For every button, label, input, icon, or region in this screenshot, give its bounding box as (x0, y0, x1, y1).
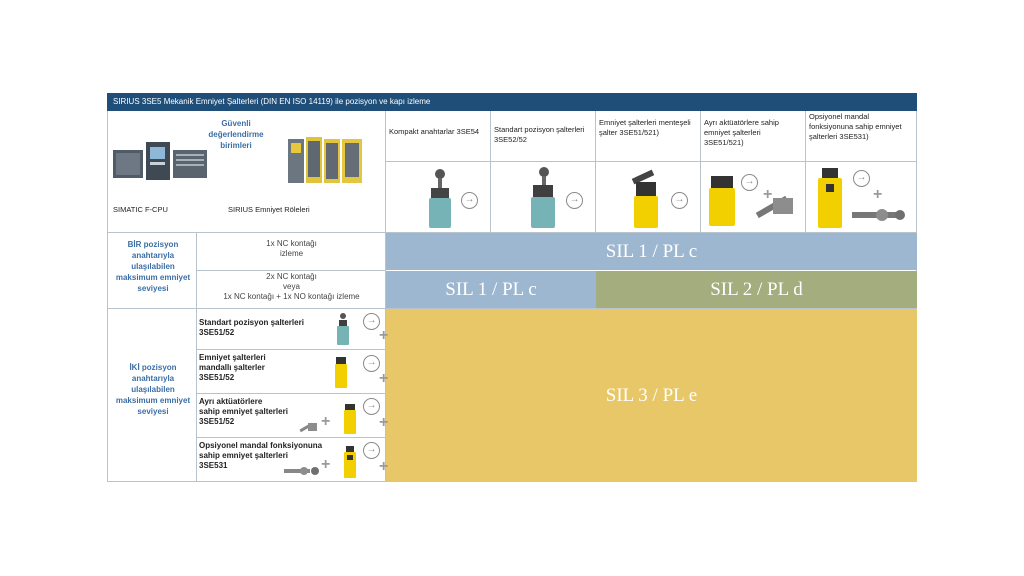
plus-icon: + (321, 413, 331, 430)
safety-relay-image (288, 137, 362, 183)
arrow-icon: → (461, 192, 478, 209)
plus-icon: + (379, 458, 389, 475)
arrow-icon: → (671, 192, 688, 209)
sil-two-switches-label: SIL 3 / PL e (605, 384, 698, 406)
interlock-switch-image (818, 168, 905, 228)
arrow-icon: → (853, 170, 870, 187)
hinge-switch-image (631, 169, 658, 228)
column-header-standard: Standart pozisyon şalterleri 3SE52/52 (494, 125, 585, 144)
two-row3-line1: Ayrı aktüatörlere (199, 397, 263, 406)
two-row3-label: Ayrı aktüatörlere sahip emniyet şalterle… (199, 397, 329, 427)
column-header-interlock: Opsiyonel mandal fonksiyonuna sahip emni… (809, 112, 902, 141)
grid-line (197, 393, 386, 394)
arrow-icon: → (741, 174, 758, 191)
two-row1-line2: 3SE51/52 (199, 328, 235, 337)
two-row4-line1: Opsiyonel mandal fonksiyonuna (199, 441, 323, 450)
grid-line (197, 270, 386, 271)
two-switch-level-label: İKİ pozisyon anahtarıyla ulaşılabilen ma… (115, 363, 191, 416)
grid-line (385, 111, 386, 482)
arrow-icon: → (363, 398, 380, 415)
row1-condition: 1x NC kontağı izleme (197, 239, 386, 259)
row2-condition: 2x NC kontağı veya 1x NC kontağı + 1x NO… (197, 272, 386, 302)
two-row2-label: Emniyet şalterleri mandallı şalterler 3S… (199, 353, 329, 383)
sil-block-row2-right: SIL 2 / PL d (596, 271, 917, 308)
column-header-compact: Kompakt anahtarlar 3SE54 (389, 127, 480, 136)
row1-line1: 1x NC kontağı (266, 239, 317, 248)
two-row3-line3: 3SE51/52 (199, 417, 235, 426)
grid-line (197, 349, 386, 350)
two-row4-line3: 3SE531 (199, 461, 228, 470)
actuator-switch-image (709, 176, 793, 226)
row2-line3: 1x NC kontağı + 1x NO kontağı izleme (223, 292, 360, 301)
plus-icon: + (379, 327, 389, 344)
simatic-plc-image (113, 142, 207, 180)
hinge-switch-image (335, 357, 347, 388)
plus-icon: + (379, 414, 389, 431)
grid-line (196, 233, 197, 482)
standard-switch-image (531, 167, 555, 228)
grid-line (107, 232, 917, 233)
two-row2-line3: 3SE51/52 (199, 373, 235, 382)
two-row2-line1: Emniyet şalterleri (199, 353, 266, 362)
one-switch-level-label: BİR pozisyon anahtarıyla ulaşılabilen ma… (115, 240, 191, 293)
sil-row2-right-label: SIL 2 / PL d (710, 278, 803, 300)
sil-block-row1: SIL 1 / PL c (386, 233, 917, 270)
sil-row2-left-label: SIL 1 / PL c (445, 278, 537, 300)
sil-block-row2-left: SIL 1 / PL c (386, 271, 596, 308)
two-row1-line1: Standart pozisyon şalterleri (199, 318, 304, 327)
interlock-actuator-image (284, 467, 319, 475)
simatic-label: SIMATIC F-CPU (113, 205, 168, 214)
arrow-icon: → (363, 313, 380, 330)
grid-line (107, 308, 917, 309)
sil-block-two-switches: SIL 3 / PL e (386, 309, 917, 482)
column-header-hinge: Emniyet şalterleri menteşeli şalter 3SE5… (599, 118, 691, 137)
plus-icon: + (379, 370, 389, 387)
grid-line (386, 161, 917, 162)
grid-line (595, 111, 596, 233)
two-row3-line2: sahip emniyet şalterleri (199, 407, 288, 416)
grid-line (490, 111, 491, 233)
interlock-switch-image (344, 446, 356, 478)
table-title: SIRIUS 3SE5 Mekanik Emniyet Şalterleri (… (107, 93, 917, 111)
evaluation-units-label: Güvenli değerlendirme birimleri (208, 119, 264, 150)
actuator-switch-image (344, 404, 356, 434)
compact-switch-image (429, 169, 451, 228)
row1-line2: izleme (279, 249, 304, 258)
arrow-icon: → (566, 192, 583, 209)
row2-line1: 2x NC kontağı (266, 272, 317, 281)
two-row4-line2: sahip emniyet şalterleri (199, 451, 288, 460)
sil-row1-label: SIL 1 / PL c (605, 240, 698, 262)
two-row1-label: Standart pozisyon şalterleri 3SE51/52 (199, 318, 329, 338)
plus-icon: + (873, 186, 883, 203)
two-row2-line2: mandallı şalterler (199, 363, 265, 372)
grid-line (700, 111, 701, 233)
column-header-actuator: Ayrı aktüatörlere sahip emniyet şalterle… (704, 118, 779, 147)
grid-line (197, 437, 386, 438)
standard-switch-image (337, 313, 349, 345)
grid-line (805, 111, 806, 233)
arrow-icon: → (363, 442, 380, 459)
row2-line2: veya (283, 282, 300, 291)
actuator-image (299, 422, 317, 433)
safety-relay-label: SIRIUS Emniyet Röleleri (228, 205, 310, 214)
arrow-icon: → (363, 355, 380, 372)
plus-icon: + (763, 186, 773, 203)
plus-icon: + (321, 456, 331, 473)
two-row4-label: Opsiyonel mandal fonksiyonuna sahip emni… (199, 441, 339, 471)
